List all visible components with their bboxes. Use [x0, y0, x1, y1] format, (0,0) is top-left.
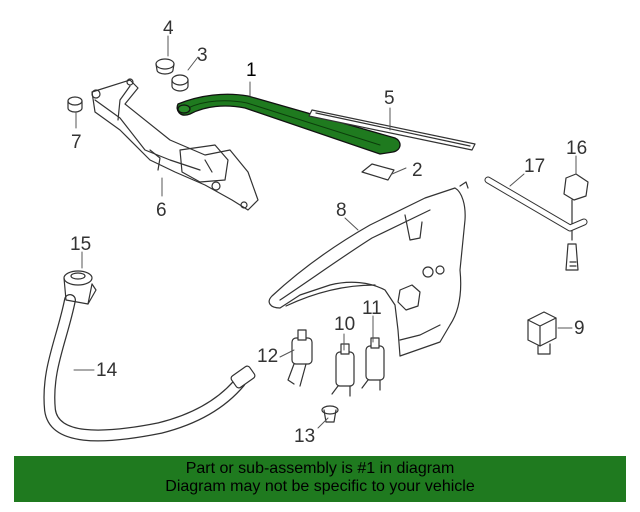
cap-part-4: [155, 58, 175, 75]
washer-line-part-17: [484, 176, 588, 232]
callout-15: 15: [70, 234, 91, 255]
banner-line-vehicle-note: Diagram may not be specific to your vehi…: [165, 478, 475, 495]
wiper-blade-part-5: [308, 109, 476, 151]
callout-14: 14: [96, 360, 118, 381]
clip-part-2: [361, 163, 395, 181]
callout-17: 17: [524, 156, 545, 177]
disclaimer-banner: Part or sub-assembly is #1 in diagram Di…: [14, 456, 626, 502]
callout-6: 6: [156, 200, 167, 221]
banner-line-part-note: Part or sub-assembly is #1 in diagram: [185, 460, 455, 477]
callout-9: 9: [574, 318, 585, 339]
callout-16: 16: [566, 138, 587, 159]
callout-1: 1: [246, 60, 257, 81]
grommet-part-13: [321, 405, 339, 423]
callout-5: 5: [384, 88, 395, 109]
callout-12: 12: [257, 346, 278, 367]
callout-labels: 1 2 3 4 5 6 7 8 9 10 11 12 13 14 15 16 1…: [70, 18, 587, 447]
callout-13: 13: [294, 426, 315, 447]
washer-pump-part-11: [361, 337, 385, 391]
washer-pump-part-10: [331, 343, 355, 397]
callout-10: 10: [334, 314, 355, 335]
filler-cap-part-15: [63, 270, 97, 305]
filler-hose-part-14: [43, 294, 256, 442]
callout-8: 8: [336, 200, 347, 221]
callout-4: 4: [163, 18, 174, 39]
parts-diagram: 1 2 3 4 5 6 7 8 9 10 11 12 13 14 15 16 1…: [43, 18, 589, 447]
callout-2: 2: [412, 160, 423, 181]
wiper-arm-part-1: [176, 93, 401, 155]
washer-reservoir-part-8: [268, 181, 469, 357]
level-sensor-part-9: [527, 311, 557, 355]
callout-3: 3: [197, 45, 208, 66]
callout-7: 7: [71, 132, 82, 153]
nut-part-3: [171, 74, 189, 92]
washer-pump-part-12: [287, 329, 313, 387]
callout-11: 11: [362, 298, 382, 319]
nut-part-7: [67, 96, 83, 113]
wiper-linkage-part-6: [91, 78, 259, 211]
